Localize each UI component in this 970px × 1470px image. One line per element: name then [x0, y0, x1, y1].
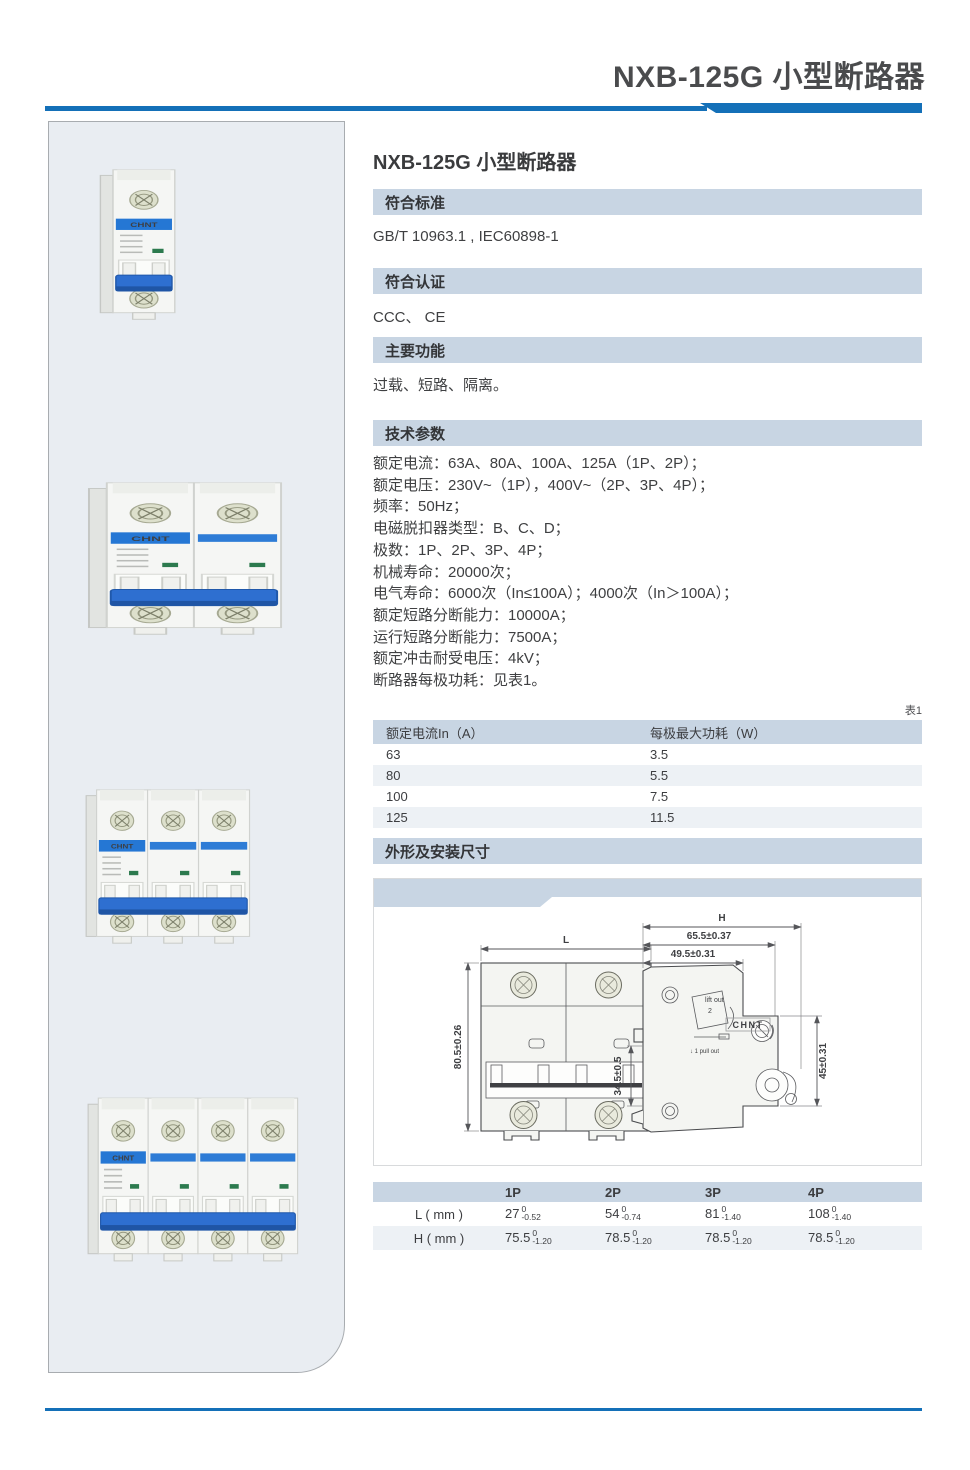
tech-param-line: 电气寿命：6000次（In≤100A）；4000次（In＞100A）； — [373, 585, 739, 603]
note-lift-out: lift out — [705, 997, 724, 1004]
front-screw-bottom-right — [594, 1101, 623, 1129]
product-photo-4p: CHNT — [87, 1094, 301, 1266]
cell-power: 11.5 — [650, 810, 675, 825]
side-view: H 65.5±0.37 49.5±0.31 — [613, 913, 829, 1133]
section-bar-functions: 主要功能 — [373, 337, 922, 363]
section-heading: 符合标准 — [385, 194, 446, 212]
dim-label-49-5: 49.5±0.31 — [671, 949, 716, 960]
product-photo-3p: CHNT — [85, 786, 253, 948]
dim-label-L: L — [563, 935, 569, 946]
product-photo-2p: CHNT — [87, 479, 287, 639]
section-heading: 主要功能 — [385, 342, 446, 360]
cell-power: 3.5 — [650, 747, 669, 762]
standards-text: GB/T 10963.1 , IEC60898-1 — [373, 228, 559, 245]
mechanism-sketch — [691, 990, 729, 1030]
dim-label-H: H — [718, 913, 725, 924]
front-screw-bottom-left — [509, 1101, 538, 1129]
product-title: NXB-125G 小型断路器 — [373, 152, 577, 174]
certification-text: CCC、 CE — [373, 309, 446, 326]
tech-param-line: 机械寿命：20000次； — [373, 563, 520, 581]
section-heading: 外形及安装尺寸 — [385, 843, 491, 861]
svg-text:CHNT: CHNT — [111, 842, 134, 850]
cell-current: 125 — [386, 810, 408, 825]
column-header-4p: 4P — [808, 1184, 824, 1200]
front-screw-top-left — [510, 971, 537, 999]
functions-text: 过载、短路、隔离。 — [373, 377, 509, 394]
front-view: L 80.5±0.26 — [453, 935, 652, 1141]
column-header-2p: 2P — [605, 1184, 621, 1200]
tech-param-line: 额定冲击耐受电压：4kV； — [373, 650, 549, 668]
product-photo-panel: CHNT CHNT CHNT CHNT — [48, 121, 345, 1373]
tech-param-line: 额定短路分断能力：10000A； — [373, 606, 575, 624]
latch-circle — [755, 1068, 789, 1102]
svg-text:CHNT: CHNT — [131, 535, 170, 542]
tech-param-line: 电磁脱扣器类型：B、C、D； — [373, 520, 570, 538]
header-rule-thick — [700, 103, 922, 113]
cell-current: 63 — [386, 747, 401, 762]
section-heading: 技术参数 — [385, 425, 446, 443]
footer-rule — [45, 1408, 922, 1411]
column-header-1p: 1P — [505, 1184, 521, 1200]
dim-label-65-5: 65.5±0.37 — [687, 931, 732, 942]
cell-current: 100 — [386, 789, 408, 804]
column-header: 额定电流In（A） — [386, 725, 484, 741]
table-header-row: 1P 2P 3P 4P — [373, 1182, 922, 1202]
tech-param-line: 运行短路分断能力：7500A； — [373, 628, 567, 646]
svg-text:CHNT: CHNT — [112, 1154, 134, 1163]
dimension-drawing-box: L 80.5±0.26 — [373, 878, 922, 1166]
note-lift-num: 2 — [708, 1008, 712, 1015]
product-photo-1p: CHNT — [99, 166, 179, 324]
table1-caption: 表1 — [904, 705, 922, 717]
header-rule-thin — [45, 106, 707, 111]
dim-label-34-5: 34.5±0.5 — [613, 1056, 624, 1095]
tech-param-line: 额定电压：230V~（1P），400V~（2P、3P、4P）； — [373, 476, 714, 494]
handle-bar-line — [490, 1083, 642, 1088]
table-row: 63 3.5 — [373, 744, 922, 765]
dim-label-80-5: 80.5±0.26 — [453, 1024, 464, 1069]
svg-text:CHNT: CHNT — [130, 221, 158, 229]
section-bar-certification: 符合认证 — [373, 268, 922, 294]
tech-param-line: 极数：1P、2P、3P、4P； — [373, 541, 552, 559]
section-bar-standards: 符合标准 — [373, 189, 922, 215]
table-header-row: 额定电流In（A） 每极最大功耗（W） — [373, 720, 922, 744]
dimension-drawing: L 80.5±0.26 — [453, 913, 829, 1141]
section-heading: 符合认证 — [385, 273, 446, 291]
row-label: L ( mm ) — [415, 1206, 463, 1222]
note-pull-out: ↓ 1 pull out — [690, 1049, 719, 1055]
front-screw-top-right — [595, 971, 622, 999]
brand-mark: CHNT — [733, 1020, 764, 1030]
tech-param-line: 频率：50Hz； — [373, 498, 469, 516]
row-label: H ( mm ) — [413, 1230, 465, 1246]
section-bar-tech-params: 技术参数 — [373, 420, 922, 446]
dim-label-45: 45±0.31 — [818, 1043, 829, 1080]
tech-param-line: 额定电流：63A、80A、100A、125A（1P、2P）； — [373, 455, 706, 472]
content-column: NXB-125G 小型断路器 符合标准 GB/T 10963.1 , IEC60… — [373, 0, 922, 1470]
page-title: NXB-125G 小型断路器 — [612, 61, 925, 94]
cell-power: 5.5 — [650, 768, 669, 783]
cell-current: 80 — [386, 768, 401, 783]
cell-power: 7.5 — [650, 789, 669, 804]
table-row: 100 7.5 — [373, 786, 922, 807]
section-bar-dimensions: 外形及安装尺寸 — [373, 838, 922, 864]
table-row: 80 5.5 — [373, 765, 922, 786]
tech-param-line: 断路器每极功耗：见表1。 — [373, 672, 547, 690]
tech-params-list: 额定电流：63A、80A、100A、125A（1P、2P）； 额定电压：230V… — [373, 453, 738, 692]
table-row: 125 11.5 — [373, 807, 922, 828]
power-loss-table: 额定电流In（A） 每极最大功耗（W） 63 3.5 80 5.5 100 7.… — [373, 720, 922, 828]
column-header-3p: 3P — [705, 1184, 721, 1200]
column-header: 每极最大功耗（W） — [650, 725, 767, 741]
